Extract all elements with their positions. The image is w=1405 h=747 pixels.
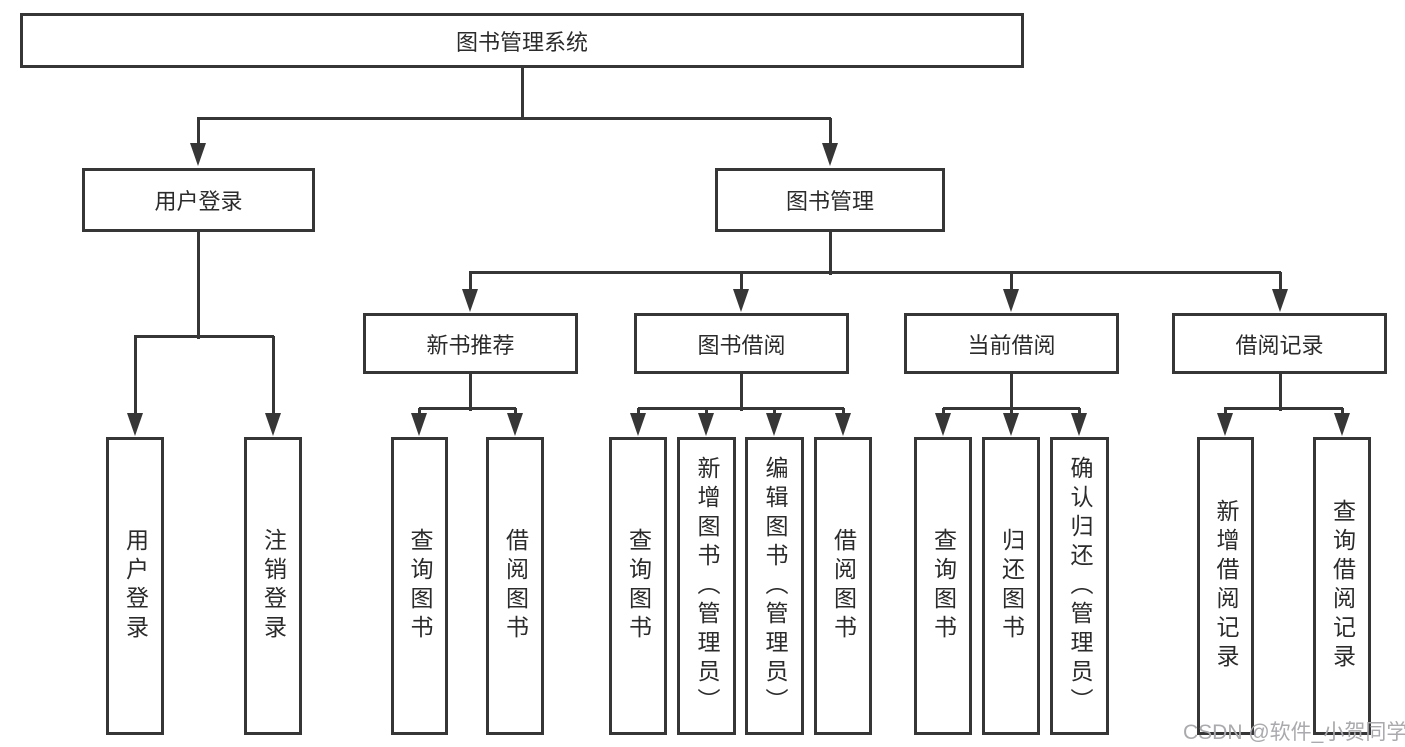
node-label: 用户登录 bbox=[154, 189, 243, 214]
arrow-down-icon bbox=[835, 413, 851, 436]
connector-line bbox=[417, 408, 421, 416]
node-library-management-system: 图书管理系统 bbox=[20, 13, 1024, 68]
arrow-down-icon bbox=[1003, 413, 1019, 436]
arrow-down-icon bbox=[1217, 413, 1233, 436]
arrow-down-icon bbox=[630, 413, 646, 436]
node-label: 新增借阅记录 bbox=[1213, 499, 1239, 673]
arrow-down-icon bbox=[462, 289, 478, 312]
arrow-down-icon bbox=[507, 413, 523, 436]
connector-line bbox=[841, 408, 845, 416]
node-label: 图书借阅 bbox=[697, 332, 786, 358]
node-leaf-query-borrow-record: 查询借阅记录 bbox=[1313, 437, 1371, 735]
node-label: 借阅记录 bbox=[1235, 332, 1324, 358]
connector-line bbox=[520, 68, 524, 120]
connector-line bbox=[468, 272, 472, 292]
arrow-down-icon bbox=[766, 413, 782, 436]
connector-line bbox=[1223, 408, 1227, 416]
node-label: 确认归还（管理员） bbox=[1067, 455, 1093, 717]
node-borrowing-records: 借阅记录 bbox=[1172, 313, 1387, 374]
connector-line bbox=[197, 116, 831, 120]
node-leaf-confirm-return-admin: 确认归还（管理员） bbox=[1050, 437, 1109, 735]
node-label: 当前借阅 bbox=[967, 332, 1056, 358]
connector-line bbox=[196, 232, 200, 339]
connector-line bbox=[1009, 272, 1013, 292]
node-leaf-borrow-books: 借阅图书 bbox=[814, 437, 872, 735]
connector-line bbox=[739, 272, 743, 292]
connector-line bbox=[638, 406, 844, 410]
node-label: 注销登录 bbox=[260, 528, 287, 644]
arrow-down-icon bbox=[411, 413, 427, 436]
connector-line bbox=[1009, 408, 1013, 416]
arrow-down-icon bbox=[822, 143, 838, 166]
arrow-down-icon bbox=[1003, 289, 1019, 312]
connector-line bbox=[133, 336, 137, 416]
node-label: 图书管理 bbox=[785, 189, 874, 214]
arrow-down-icon bbox=[265, 413, 281, 436]
node-label: 新增图书（管理员） bbox=[694, 455, 720, 717]
node-leaf-query-books: 查询图书 bbox=[609, 437, 667, 735]
node-leaf-add-books-admin: 新增图书（管理员） bbox=[677, 437, 736, 735]
arrow-down-icon bbox=[1071, 413, 1087, 436]
node-current-borrowing: 当前借阅 bbox=[904, 313, 1119, 374]
arrow-down-icon bbox=[1272, 289, 1288, 312]
connector-line bbox=[1077, 408, 1081, 416]
node-label: 编辑图书（管理员） bbox=[762, 455, 788, 717]
connector-line bbox=[1224, 406, 1343, 410]
arrow-down-icon bbox=[1334, 413, 1350, 436]
node-label: 借阅图书 bbox=[830, 528, 857, 644]
node-label: 查询图书 bbox=[930, 528, 957, 644]
arrow-down-icon bbox=[935, 413, 951, 436]
node-user-login: 用户登录 bbox=[82, 168, 315, 232]
connector-line bbox=[739, 374, 743, 411]
connector-line bbox=[941, 408, 945, 416]
node-book-borrowing: 图书借阅 bbox=[634, 313, 849, 374]
connector-line bbox=[943, 406, 1080, 410]
connector-line bbox=[196, 118, 200, 147]
node-label: 用户登录 bbox=[122, 528, 149, 644]
connector-line bbox=[469, 270, 1281, 274]
connector-line bbox=[271, 336, 275, 416]
node-leaf-logout: 注销登录 bbox=[244, 437, 302, 735]
node-leaf-query-books: 查询图书 bbox=[914, 437, 972, 735]
node-leaf-return-books: 归还图书 bbox=[982, 437, 1040, 735]
node-new-book-recommend: 新书推荐 bbox=[363, 313, 578, 374]
node-label: 借阅图书 bbox=[502, 528, 529, 644]
node-label: 查询借阅记录 bbox=[1329, 499, 1356, 673]
connector-line bbox=[1278, 374, 1282, 411]
arrow-down-icon bbox=[190, 143, 206, 166]
node-book-management: 图书管理 bbox=[715, 168, 945, 232]
node-leaf-add-borrow-record: 新增借阅记录 bbox=[1197, 437, 1254, 735]
node-leaf-borrow-books: 借阅图书 bbox=[486, 437, 544, 735]
node-leaf-query-books: 查询图书 bbox=[391, 437, 448, 735]
node-label: 归还图书 bbox=[998, 528, 1025, 644]
arrow-down-icon bbox=[733, 289, 749, 312]
arrow-down-icon bbox=[698, 413, 714, 436]
connector-line bbox=[134, 334, 274, 338]
connector-line bbox=[468, 374, 472, 411]
node-label: 查询图书 bbox=[407, 528, 433, 644]
connector-line bbox=[636, 408, 640, 416]
connector-line bbox=[828, 232, 832, 275]
connector-line bbox=[513, 408, 517, 416]
connector-line bbox=[1340, 408, 1344, 416]
node-leaf-user-login: 用户登录 bbox=[106, 437, 164, 735]
node-label: 新书推荐 bbox=[426, 332, 515, 358]
node-leaf-edit-books-admin: 编辑图书（管理员） bbox=[745, 437, 804, 735]
connector-line bbox=[419, 406, 516, 410]
node-label: 查询图书 bbox=[625, 528, 652, 644]
csdn-watermark: CSDN @软件_小贺同学 bbox=[1183, 721, 1405, 744]
connector-line bbox=[704, 408, 708, 416]
connector-line bbox=[828, 118, 832, 147]
node-label: 图书管理系统 bbox=[455, 29, 588, 55]
connector-line bbox=[1278, 272, 1282, 292]
connector-line bbox=[1009, 374, 1013, 411]
connector-line bbox=[772, 408, 776, 416]
arrow-down-icon bbox=[127, 413, 143, 436]
